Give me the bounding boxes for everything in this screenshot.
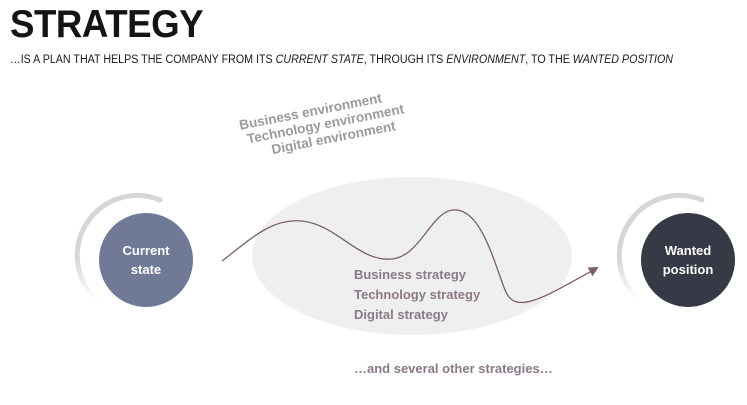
subtitle-part: , TO THE: [525, 54, 573, 66]
subtitle-part-wanted-position: WANTED POSITION: [572, 54, 674, 66]
current-state-label-line1: Current: [122, 243, 170, 258]
strategy-item-digital: Digital strategy: [354, 307, 448, 322]
current-state-circle: Current state: [99, 213, 193, 307]
current-state-label-line2: state: [130, 262, 162, 277]
current-state-arc: [74, 193, 163, 303]
subtitle-part-environment: ENVIRONMENT: [446, 54, 526, 66]
wanted-position-arc: [616, 193, 705, 303]
strategy-path: [221, 209, 599, 304]
subtitle-part-current-state: CURRENT STATE: [275, 54, 364, 66]
other-strategies-note: …and several other strategies…: [354, 361, 553, 376]
page-subtitle: …IS A PLAN THAT HELPS THE COMPANY FROM I…: [10, 54, 673, 66]
strategy-item-business: Business strategy: [354, 267, 466, 282]
strategy-list: Business strategy Technology strategy Di…: [354, 265, 480, 325]
strategy-item-technology: Technology strategy: [354, 287, 481, 302]
wanted-position-label-line1: Wanted: [664, 243, 712, 258]
page-title: STRATEGY: [10, 3, 204, 46]
wanted-position-circle: Wanted position: [641, 213, 735, 307]
subtitle-part: …IS A PLAN THAT HELPS THE COMPANY FROM I…: [10, 54, 276, 66]
wanted-position-label-line2: position: [662, 262, 714, 277]
environment-ellipse: [252, 177, 572, 335]
subtitle-part: , THROUGH ITS: [363, 54, 447, 66]
